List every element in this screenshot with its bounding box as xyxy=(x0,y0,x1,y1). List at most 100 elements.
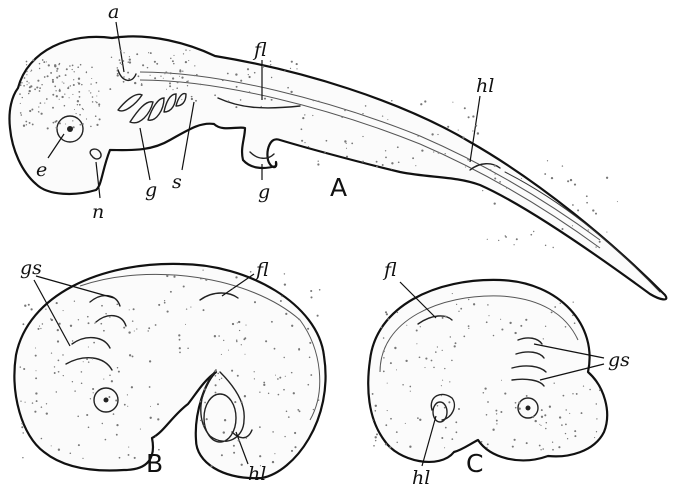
stipple-dot xyxy=(245,354,246,355)
stipple-dot xyxy=(200,420,201,421)
stipple-dot xyxy=(173,276,175,278)
stipple-dot xyxy=(132,355,134,357)
stipple-dot xyxy=(493,335,495,337)
stipple-dot xyxy=(116,434,118,436)
stipple-dot xyxy=(245,325,246,326)
stipple-dot xyxy=(117,367,118,368)
stipple-dot xyxy=(385,443,387,445)
stipple-dot xyxy=(233,445,235,447)
stipple-dot xyxy=(34,411,36,413)
embryo-a-label-a: a xyxy=(108,1,119,23)
stipple-dot xyxy=(124,404,126,406)
stipple-dot xyxy=(514,439,516,441)
stipple-dot xyxy=(279,377,281,379)
stipple-dot xyxy=(129,309,130,310)
stipple-dot xyxy=(532,416,534,418)
stipple-dot xyxy=(30,85,32,87)
stipple-dot xyxy=(21,426,23,428)
stipple-dot xyxy=(441,395,442,396)
stipple-dot xyxy=(599,241,601,243)
stipple-dot xyxy=(50,72,52,74)
stipple-dot xyxy=(486,321,488,323)
stipple-dot xyxy=(103,330,105,332)
stipple-dot xyxy=(494,177,496,179)
stipple-dot xyxy=(468,325,470,327)
stipple-dot xyxy=(455,421,457,423)
stipple-dot xyxy=(172,89,173,90)
stipple-dot xyxy=(424,367,425,368)
stipple-dot xyxy=(92,358,93,359)
stipple-dot xyxy=(88,427,90,429)
stipple-dot xyxy=(47,75,49,77)
stipple-dot xyxy=(35,347,36,348)
stipple-dot xyxy=(86,414,88,416)
stipple-dot xyxy=(383,350,385,352)
stipple-dot xyxy=(90,83,91,84)
stipple-dot xyxy=(294,432,296,434)
stipple-dot xyxy=(70,325,72,327)
stipple-dot xyxy=(149,360,151,362)
stipple-dot xyxy=(123,327,125,329)
stipple-dot xyxy=(194,65,195,66)
stipple-dot xyxy=(169,85,171,87)
stipple-dot xyxy=(101,305,103,307)
stipple-dot xyxy=(259,455,261,457)
stipple-dot xyxy=(73,84,75,86)
stipple-dot xyxy=(570,179,572,181)
stipple-dot xyxy=(150,52,152,54)
stipple-dot xyxy=(127,406,128,407)
stipple-dot xyxy=(134,82,136,84)
stipple-dot xyxy=(176,87,178,89)
stipple-dot xyxy=(120,62,122,64)
stipple-dot xyxy=(254,72,256,74)
stipple-dot xyxy=(283,389,285,391)
stipple-dot xyxy=(313,409,314,410)
stipple-dot xyxy=(309,357,311,359)
embryo-a-label-g-gills: g xyxy=(145,179,157,201)
stipple-dot xyxy=(260,465,261,466)
stipple-dot xyxy=(46,61,47,62)
stipple-dot xyxy=(452,102,453,103)
stipple-dot xyxy=(284,436,285,437)
stipple-dot xyxy=(200,84,202,86)
stipple-dot xyxy=(296,68,297,69)
stipple-dot xyxy=(183,53,184,54)
stipple-dot xyxy=(513,244,514,245)
stipple-dot xyxy=(39,326,40,327)
stipple-dot xyxy=(133,308,135,310)
stipple-dot xyxy=(595,246,596,247)
stipple-dot xyxy=(442,317,444,319)
stipple-dot xyxy=(128,61,130,63)
stipple-dot xyxy=(546,422,547,423)
stipple-dot xyxy=(394,347,396,349)
stipple-dot xyxy=(445,153,446,154)
stipple-dot xyxy=(344,140,346,142)
stipple-dot xyxy=(23,368,25,370)
stipple-dot xyxy=(520,325,522,327)
stipple-dot xyxy=(164,300,165,301)
stipple-dot xyxy=(297,409,299,411)
stipple-dot xyxy=(79,96,81,98)
stipple-dot xyxy=(385,150,386,151)
stipple-dot xyxy=(468,328,469,329)
stipple-dot xyxy=(51,352,52,353)
stipple-dot xyxy=(24,305,26,307)
stipple-dot xyxy=(185,61,187,63)
stipple-dot xyxy=(39,68,40,69)
stipple-dot xyxy=(265,340,267,342)
stipple-dot xyxy=(134,457,136,459)
stipple-dot xyxy=(29,110,31,112)
stipple-dot xyxy=(77,100,79,102)
stipple-dot xyxy=(56,77,58,79)
stipple-dot xyxy=(307,328,309,330)
stipple-dot xyxy=(298,349,300,351)
stipple-dot xyxy=(215,384,217,386)
stipple-dot xyxy=(129,61,131,63)
stipple-dot xyxy=(447,126,449,128)
stipple-dot xyxy=(560,303,561,304)
stipple-dot xyxy=(387,410,388,411)
stipple-dot xyxy=(119,59,121,61)
stipple-dot xyxy=(246,438,247,439)
stipple-dot xyxy=(346,148,347,149)
stipple-dot xyxy=(449,381,450,382)
